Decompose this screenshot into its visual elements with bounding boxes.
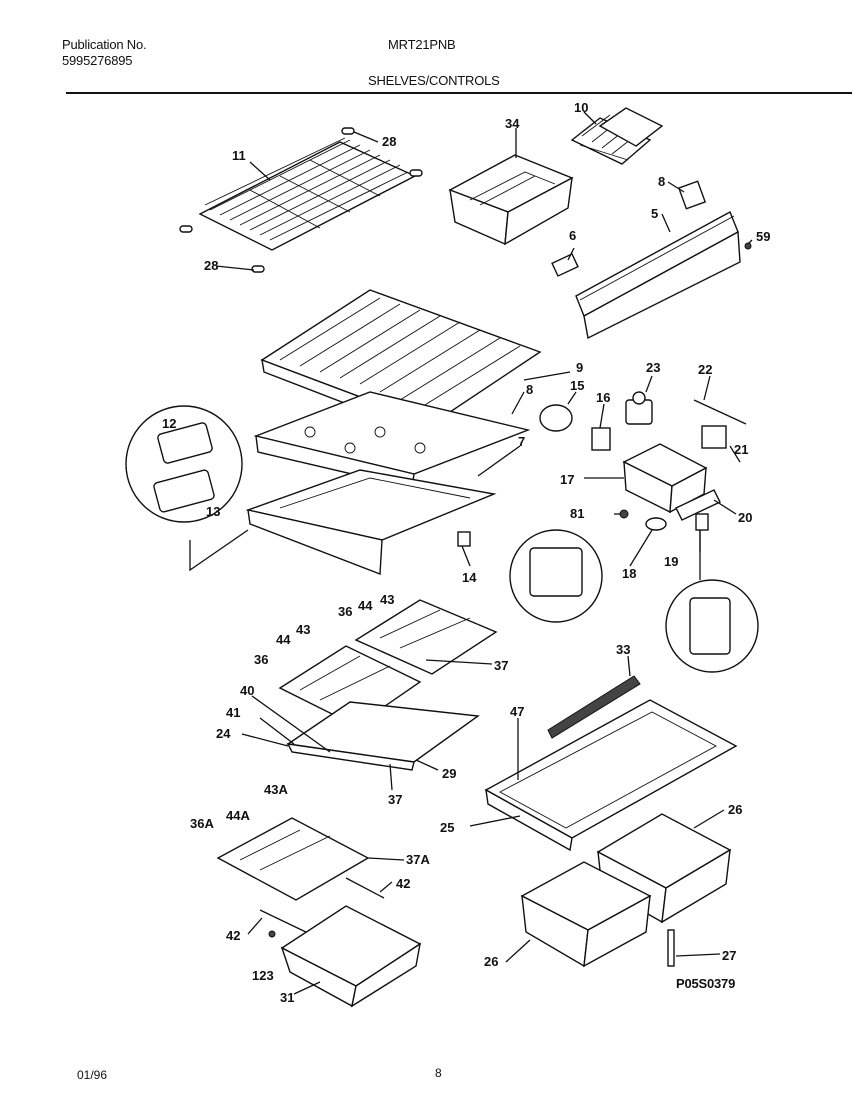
callout-40: 40 — [240, 683, 254, 698]
thermostat-part-23 — [625, 391, 653, 425]
publication-number: 5995276895 — [62, 53, 133, 68]
screw-part-27 — [667, 929, 675, 967]
screw-part-123 — [268, 930, 276, 938]
callout-5: 5 — [651, 206, 658, 221]
publication-label: Publication No. — [62, 37, 147, 52]
callout-21: 21 — [734, 442, 748, 457]
damper-part-14 — [457, 531, 471, 547]
callout-26-right: 26 — [728, 802, 742, 817]
cover-frame-part-8 — [253, 391, 531, 489]
callout-123: 123 — [252, 968, 274, 983]
callout-27: 27 — [722, 948, 736, 963]
callout-81: 81 — [570, 506, 584, 521]
callout-59: 59 — [756, 229, 770, 244]
bracket-part-20 — [675, 489, 721, 521]
wire-harness-part-22 — [693, 399, 747, 425]
callout-26-left: 26 — [484, 954, 498, 969]
ice-tray-part-10 — [570, 107, 664, 165]
shelf-support-pins-part-28 — [179, 127, 423, 273]
callout-14: 14 — [462, 570, 477, 585]
callout-36A: 36A — [190, 816, 214, 831]
glass-shelf-part-43-rear — [354, 599, 498, 675]
callout-28-left: 28 — [204, 258, 218, 273]
control-panel-part-5 — [575, 211, 741, 340]
footer-date: 01/96 — [77, 1068, 108, 1082]
callout-10: 10 — [574, 100, 588, 115]
glass-shelf-part-43A — [216, 817, 370, 901]
callout-44-rear: 44 — [358, 598, 373, 613]
callout-44A: 44A — [226, 808, 250, 823]
callout-29: 29 — [442, 766, 456, 781]
callout-20: 20 — [738, 510, 752, 525]
crisper-pan-part-26-left — [520, 861, 652, 968]
callout-33: 33 — [616, 642, 630, 657]
leader-lines — [215, 111, 753, 995]
callout-42-lower: 42 — [226, 928, 240, 943]
callout-37-rear: 37 — [494, 658, 508, 673]
callout-7: 7 — [518, 434, 525, 449]
light-strip-part-33 — [547, 675, 641, 739]
callout-15: 15 — [570, 378, 584, 393]
drawing-number: P05S0379 — [676, 976, 736, 991]
callout-18: 18 — [622, 566, 636, 581]
callout-28-top: 28 — [382, 134, 396, 149]
callout-13: 13 — [206, 504, 220, 519]
callout-16: 16 — [596, 390, 610, 405]
callout-31: 31 — [280, 990, 294, 1005]
detail-circle-parts-12-13 — [125, 405, 249, 572]
callout-22: 22 — [698, 362, 712, 377]
callout-8-lower: 8 — [526, 382, 533, 397]
callout-43A: 43A — [264, 782, 288, 797]
crisper-pan-part-31 — [280, 905, 422, 1008]
callout-37-middle: 37 — [388, 792, 402, 807]
light-socket-part-16 — [591, 427, 611, 451]
callout-34: 34 — [505, 116, 520, 131]
control-knob-part-18 — [645, 517, 667, 531]
shelf-rail-part-42-upper — [345, 877, 385, 899]
callout-43-rear: 43 — [380, 592, 394, 607]
detail-circle-part-14 — [509, 529, 603, 623]
bracket-part-8-upper — [677, 180, 707, 210]
callout-labels: 11 28 28 34 10 8 5 59 6 9 8 15 23 22 16 … — [162, 100, 770, 1005]
control-housing-part-17 — [622, 443, 708, 514]
callout-47: 47 — [510, 704, 524, 719]
switch-part-19 — [695, 513, 709, 531]
callout-44-middle: 44 — [276, 632, 291, 647]
callout-25: 25 — [440, 820, 454, 835]
callout-23: 23 — [646, 360, 660, 375]
header-rule — [66, 92, 852, 94]
callout-12: 12 — [162, 416, 176, 431]
callout-36-middle: 36 — [254, 652, 268, 667]
screw-part-59 — [744, 242, 752, 250]
glass-shelf-part-40 — [286, 701, 480, 771]
switch-part-21 — [701, 425, 727, 449]
screw-part-81 — [619, 509, 629, 519]
callout-37A: 37A — [406, 852, 430, 867]
callout-9: 9 — [576, 360, 583, 375]
crisper-frame-part-47 — [484, 699, 738, 852]
bracket-part-6 — [551, 253, 579, 277]
callout-6: 6 — [569, 228, 576, 243]
callout-41: 41 — [226, 705, 240, 720]
callout-17: 17 — [560, 472, 574, 487]
callout-43-middle: 43 — [296, 622, 310, 637]
callout-8-upper: 8 — [658, 174, 665, 189]
detail-circle-part-19 — [665, 530, 759, 673]
callout-24: 24 — [216, 726, 231, 741]
model-number: MRT21PNB — [388, 37, 456, 52]
callout-42-upper: 42 — [396, 876, 410, 891]
callout-36-rear: 36 — [338, 604, 352, 619]
shelf-rail-part-42-lower — [259, 909, 311, 935]
light-bulb-part-15 — [539, 404, 573, 432]
section-title: SHELVES/CONTROLS — [368, 73, 500, 88]
page-number: 8 — [435, 1066, 442, 1080]
snack-pan-part-34 — [448, 154, 574, 246]
callout-19: 19 — [664, 554, 678, 569]
callout-11: 11 — [232, 148, 246, 163]
cover-base-part-7 — [245, 469, 497, 575]
